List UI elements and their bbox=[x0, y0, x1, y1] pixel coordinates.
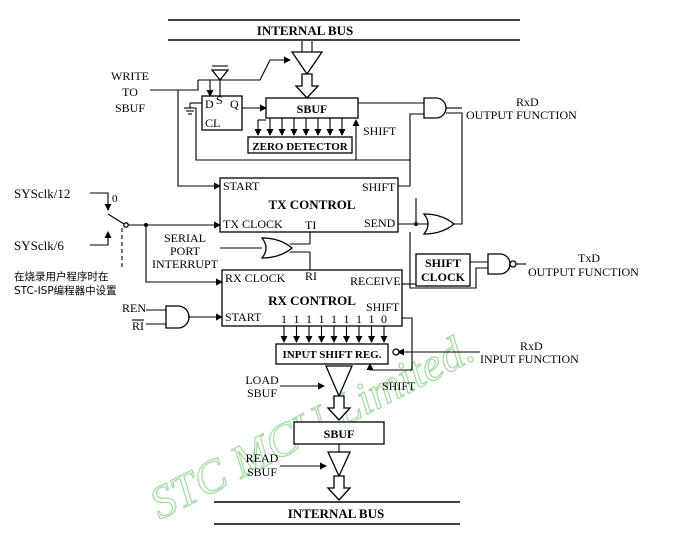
write-to-sbuf-label: WRITE TO SBUF bbox=[111, 69, 149, 115]
svg-text:CL: CL bbox=[205, 116, 220, 130]
interrupt-label-1: SERIAL bbox=[164, 231, 206, 245]
svg-text:RI: RI bbox=[132, 319, 144, 333]
svg-text:TO: TO bbox=[122, 85, 138, 99]
rx-bit-label: 1 bbox=[344, 312, 350, 326]
svg-text:SBUF: SBUF bbox=[297, 102, 328, 116]
clock-switch: SYSclk/12 SYSclk/6 0 在烧录用户程序时在 STC-ISP编程… bbox=[14, 186, 129, 297]
reg-shift-label: SHIFT bbox=[382, 379, 416, 393]
txd-label-2: OUTPUT FUNCTION bbox=[528, 265, 639, 279]
rx-bit-label: 0 bbox=[381, 312, 387, 326]
svg-text:START: START bbox=[223, 179, 260, 193]
sbuf-to-zero-detector-arrows bbox=[254, 118, 346, 136]
rx-bit-label: 1 bbox=[356, 312, 362, 326]
svg-text:INPUT SHIFT REG.: INPUT SHIFT REG. bbox=[283, 349, 382, 361]
svg-text:S: S bbox=[216, 93, 223, 107]
svg-text:START: START bbox=[225, 310, 262, 324]
svg-text:TI: TI bbox=[305, 218, 316, 232]
svg-text:SBUF: SBUF bbox=[247, 465, 277, 479]
top-internal-bus: INTERNAL BUS bbox=[168, 19, 520, 41]
bottom-internal-bus: INTERNAL BUS bbox=[214, 501, 460, 525]
svg-text:LOAD: LOAD bbox=[245, 373, 279, 387]
svg-text:RECEIVE: RECEIVE bbox=[350, 274, 401, 288]
rx-bit-label: 1 bbox=[331, 312, 337, 326]
svg-text:SHIFT: SHIFT bbox=[366, 300, 400, 314]
svg-text:0: 0 bbox=[112, 193, 118, 205]
svg-text:SHIFT: SHIFT bbox=[425, 256, 461, 270]
read-sbuf-buffer: READ SBUF bbox=[246, 444, 352, 501]
svg-text:D: D bbox=[205, 97, 214, 111]
rxd-output-label-1: RxD bbox=[516, 95, 539, 109]
rx-sbuf: SBUF bbox=[293, 421, 385, 445]
rxd-input-label-2: INPUT FUNCTION bbox=[480, 352, 579, 366]
rxd-output-and-gate bbox=[358, 97, 462, 119]
txd-label-1: TxD bbox=[578, 251, 600, 265]
svg-text:TX CONTROL: TX CONTROL bbox=[268, 197, 355, 212]
shift-clock-box: SHIFT CLOCK bbox=[415, 253, 471, 287]
svg-text:READ: READ bbox=[246, 451, 279, 465]
bottom-bus-label: INTERNAL BUS bbox=[288, 506, 384, 521]
svg-text:SHIFT: SHIFT bbox=[362, 180, 396, 194]
svg-text:SEND: SEND bbox=[364, 216, 396, 230]
sysclk12-label: SYSclk/12 bbox=[14, 186, 70, 201]
sysclk6-label: SYSclk/6 bbox=[14, 238, 64, 253]
rx-bit-label: 1 bbox=[369, 312, 375, 326]
svg-text:RX CLOCK: RX CLOCK bbox=[225, 271, 286, 285]
svg-text:RX CONTROL: RX CONTROL bbox=[268, 293, 356, 308]
rx-control-block: RX CLOCK RI RECEIVE RX CONTROL SHIFT STA… bbox=[221, 269, 403, 327]
svg-text:Q: Q bbox=[230, 97, 239, 111]
rx-bit-label: 1 bbox=[294, 312, 300, 326]
rx-bit-label: 1 bbox=[306, 312, 312, 326]
rx-bit-label: 1 bbox=[319, 312, 325, 326]
tx-sbuf: SBUF bbox=[265, 97, 359, 119]
svg-text:SBUF: SBUF bbox=[324, 427, 355, 441]
tx-control-block: TX CONTROL START SHIFT TX CLOCK TI SEND bbox=[219, 177, 399, 233]
svg-text:CLOCK: CLOCK bbox=[421, 270, 466, 284]
svg-text:RI: RI bbox=[305, 269, 317, 283]
svg-text:REN: REN bbox=[122, 301, 146, 315]
isp-note-line1: 在烧录用户程序时在 bbox=[14, 270, 109, 283]
rxd-input-label-1: RxD bbox=[520, 339, 543, 353]
svg-text:TX CLOCK: TX CLOCK bbox=[223, 217, 283, 231]
tx-bus-buffer bbox=[290, 41, 324, 99]
svg-text:SBUF: SBUF bbox=[115, 101, 145, 115]
svg-text:WRITE: WRITE bbox=[111, 69, 149, 83]
ren-and-gate: REN RI bbox=[122, 301, 223, 333]
top-bus-label: INTERNAL BUS bbox=[257, 23, 353, 38]
rxd-output-label-2: OUTPUT FUNCTION bbox=[466, 108, 577, 122]
isp-note-line2: STC-ISP编程器中设置 bbox=[14, 284, 117, 297]
load-sbuf-buffer: LOAD SBUF bbox=[245, 365, 353, 421]
rx-bit-label: 1 bbox=[281, 312, 287, 326]
interrupt-label-2: PORT bbox=[170, 244, 201, 258]
sbuf-shift-label: SHIFT bbox=[363, 124, 397, 138]
txd-output-gate bbox=[487, 253, 526, 275]
zero-detector: ZERO DETECTOR bbox=[247, 136, 353, 154]
send-or-gate bbox=[398, 198, 456, 235]
input-shift-register: INPUT SHIFT REG. bbox=[275, 343, 389, 365]
svg-text:SBUF: SBUF bbox=[247, 386, 277, 400]
tx-flip-flop: D S Q CL bbox=[184, 65, 243, 131]
serial-interrupt-or-gate bbox=[220, 232, 311, 270]
svg-text:ZERO DETECTOR: ZERO DETECTOR bbox=[252, 141, 349, 153]
interrupt-label-3: INTERRUPT bbox=[152, 257, 219, 271]
